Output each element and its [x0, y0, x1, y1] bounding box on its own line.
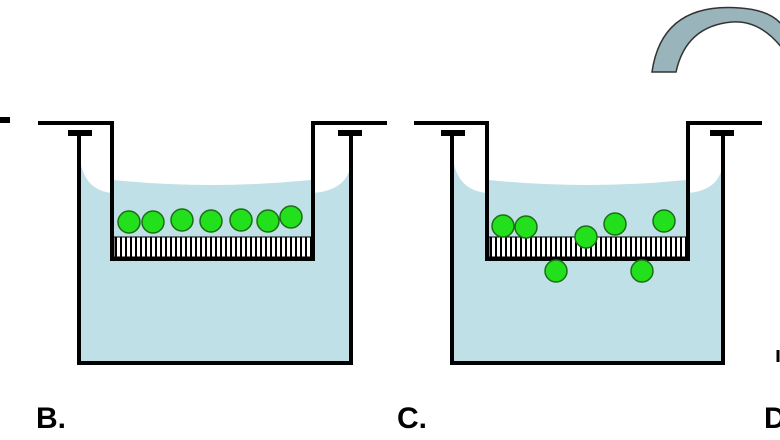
- outer-well-walls: [77, 135, 353, 365]
- cell: [491, 214, 515, 238]
- cell: [170, 208, 194, 232]
- outer-rim-left: [68, 130, 92, 136]
- cell: [141, 210, 165, 234]
- cell: [229, 208, 253, 232]
- curved-lid: [651, 6, 780, 73]
- cell: [279, 205, 303, 229]
- partial-well-left-edge: [0, 117, 10, 123]
- panel-c: C.: [397, 121, 762, 435]
- insert-walls: [414, 121, 762, 261]
- cell: [630, 259, 654, 283]
- outer-well-medium: [452, 148, 723, 363]
- cell: [256, 209, 280, 233]
- panel-label-c: C.: [397, 402, 427, 435]
- outer-rim-left: [441, 130, 465, 136]
- cell: [652, 209, 676, 233]
- outer-well-medium: [79, 148, 351, 363]
- panel-b: B.: [36, 121, 387, 435]
- panel-label-b: B.: [36, 402, 66, 435]
- outer-well-walls: [450, 135, 725, 365]
- cell: [544, 259, 568, 283]
- panel-d-partial: D: [651, 6, 780, 435]
- cells-on-membrane: [117, 205, 303, 234]
- cell: [117, 210, 141, 234]
- cells-migrating: [491, 209, 676, 283]
- cell: [603, 212, 627, 236]
- panel-label-d: D: [764, 402, 780, 435]
- outer-rim-right: [710, 130, 734, 136]
- cell: [514, 215, 538, 239]
- cell: [574, 225, 598, 249]
- cell: [199, 209, 223, 233]
- porous-membrane: [113, 236, 312, 258]
- insert-walls: [38, 121, 387, 261]
- insert-medium: [489, 180, 686, 237]
- outer-rim-right: [338, 130, 362, 136]
